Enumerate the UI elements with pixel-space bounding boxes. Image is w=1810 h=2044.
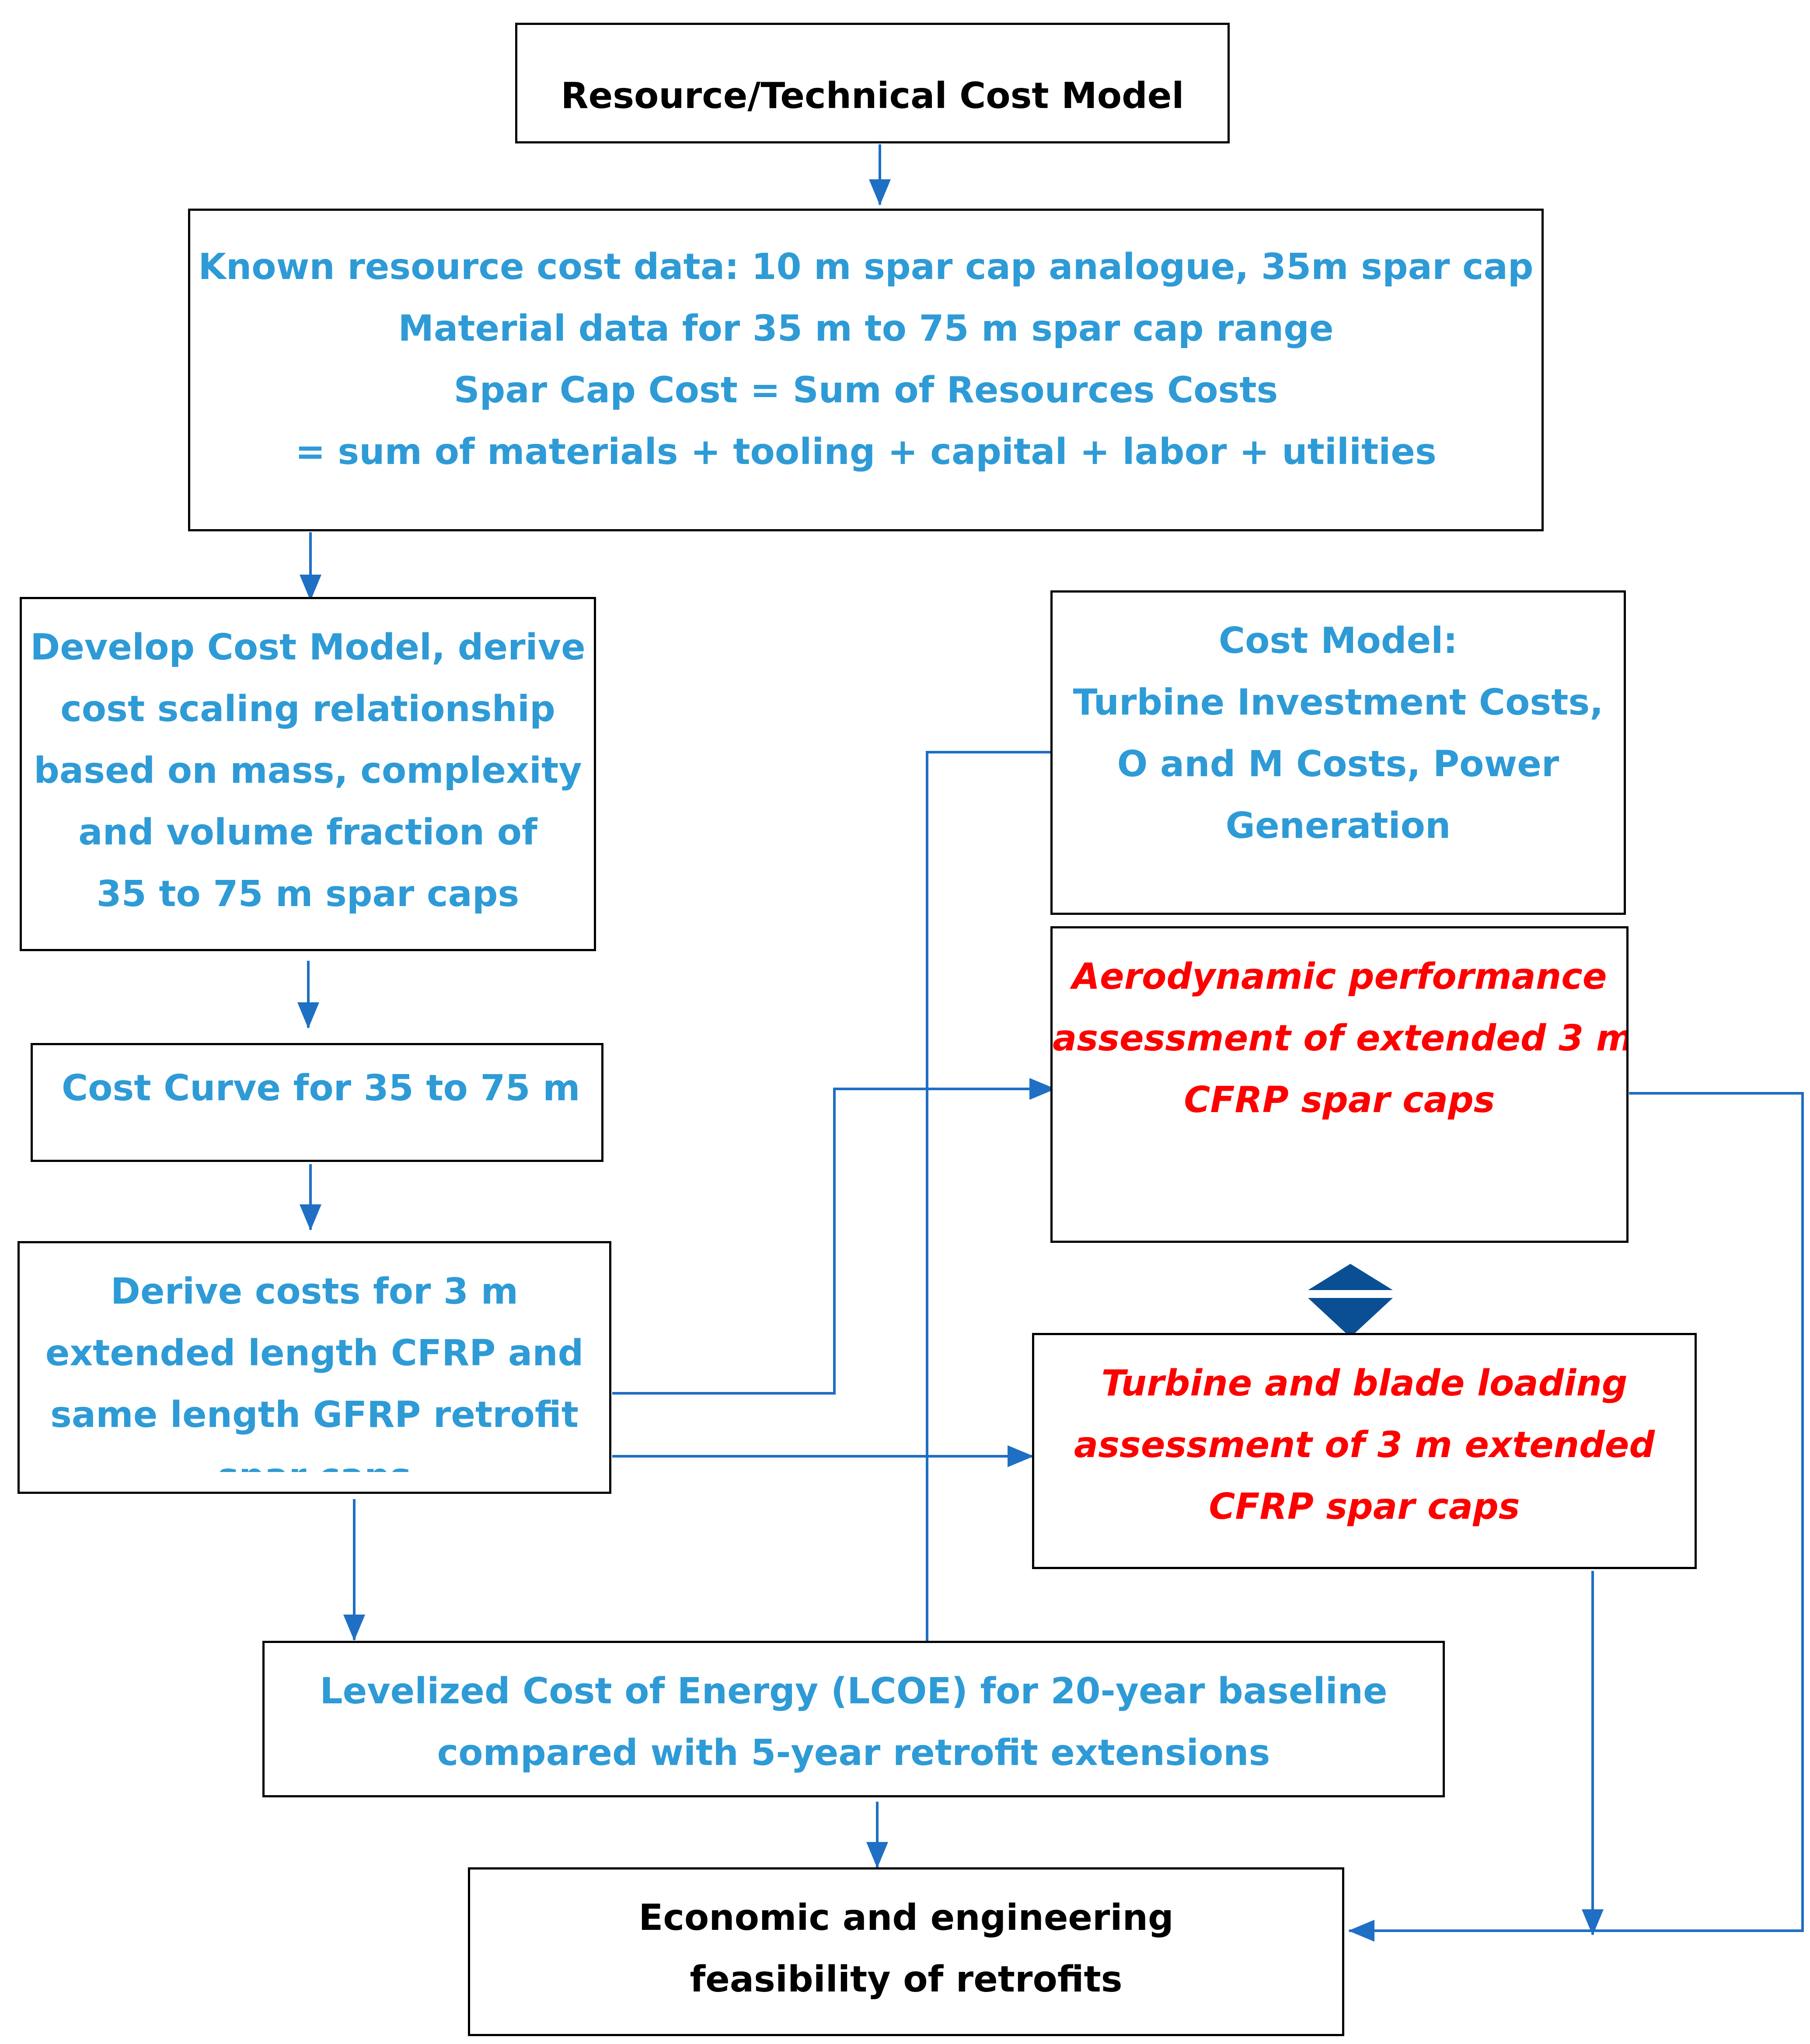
known-data-line-3: Spar Cap Cost = Sum of Resources Costs — [453, 370, 1278, 411]
derive-costs-line-4: spar caps — [20, 1446, 609, 1472]
lcoe-box: Levelized Cost of Energy (LCOE) for 20-y… — [262, 1641, 1445, 1797]
cost-curve-box: Cost Curve for 35 to 75 m — [31, 1043, 603, 1162]
known-resource-data-box: Known resource cost data: 10 m spar cap … — [188, 209, 1544, 531]
derive-costs-line-2: extended length CFRP and — [45, 1332, 584, 1374]
aero-assessment-line-2: assessment of extended 3 m — [1053, 1018, 1629, 1059]
turbine-loading-line-2: assessment of 3 m extended — [1074, 1424, 1655, 1466]
turbine-cost-model-line-1: Cost Model: — [1218, 620, 1458, 662]
resource-cost-model-box: Resource/Technical Cost Model — [515, 23, 1230, 143]
turbine-cost-model-line-2: Turbine Investment Costs, — [1073, 682, 1604, 723]
turbine-cost-model-line-3: O and M Costs, Power — [1117, 743, 1559, 785]
arrow-derive-to-aero — [612, 1078, 1056, 1395]
arrow-aero-to-feasibility — [1348, 1092, 1804, 1942]
derive-costs-line-3: same length GFRP retrofit — [50, 1394, 579, 1436]
aero-assessment-line-1: Aerodynamic performance — [1072, 956, 1607, 998]
develop-model-line-3: based on mass, complexity — [34, 750, 582, 792]
develop-model-line-5: 35 to 75 m spar caps — [96, 873, 520, 915]
develop-cost-model-box: Develop Cost Model, derive cost scaling … — [20, 597, 596, 951]
turbine-loading-line-3: CFRP spar caps — [1209, 1486, 1520, 1528]
feasibility-line-2: feasibility of retrofits — [690, 1959, 1123, 2000]
feasibility-line-1: Economic and engineering — [638, 1897, 1174, 1939]
develop-model-line-4: and volume fraction of — [78, 812, 537, 853]
derive-costs-box: Derive costs for 3 m extended length CFR… — [17, 1241, 611, 1494]
resource-cost-model-title: Resource/Technical Cost Model — [561, 75, 1184, 117]
turbine-cost-model-box: Cost Model: Turbine Investment Costs, O … — [1050, 590, 1626, 915]
lcoe-line-1: Levelized Cost of Energy (LCOE) for 20-y… — [320, 1671, 1388, 1712]
turbine-loading-line-1: Turbine and blade loading — [1101, 1363, 1628, 1404]
aero-assessment-line-3: CFRP spar caps — [1184, 1079, 1495, 1121]
derive-costs-line-1: Derive costs for 3 m — [110, 1271, 519, 1312]
aerodynamic-assessment-box: Aerodynamic performance assessment of ex… — [1050, 926, 1629, 1243]
known-data-line-2: Material data for 35 m to 75 m spar cap … — [398, 308, 1334, 349]
known-data-line-4: = sum of materials + tooling + capital +… — [295, 431, 1437, 473]
turbine-cost-model-line-4: Generation — [1225, 805, 1451, 847]
feasibility-box: Economic and engineering feasibility of … — [468, 1867, 1344, 2036]
develop-model-line-2: cost scaling relationship — [60, 688, 555, 730]
cost-curve-label: Cost Curve for 35 to 75 m — [62, 1067, 580, 1109]
lcoe-line-2: compared with 5-year retrofit extensions — [437, 1732, 1270, 1774]
double-arrow-icon — [1308, 1264, 1393, 1337]
turbine-loading-box: Turbine and blade loading assessment of … — [1032, 1333, 1697, 1569]
known-data-line-1: Known resource cost data: 10 m spar cap … — [198, 246, 1534, 288]
develop-model-line-1: Develop Cost Model, derive — [30, 627, 586, 668]
connector-cost-model-to-lcoe — [926, 751, 1057, 1641]
